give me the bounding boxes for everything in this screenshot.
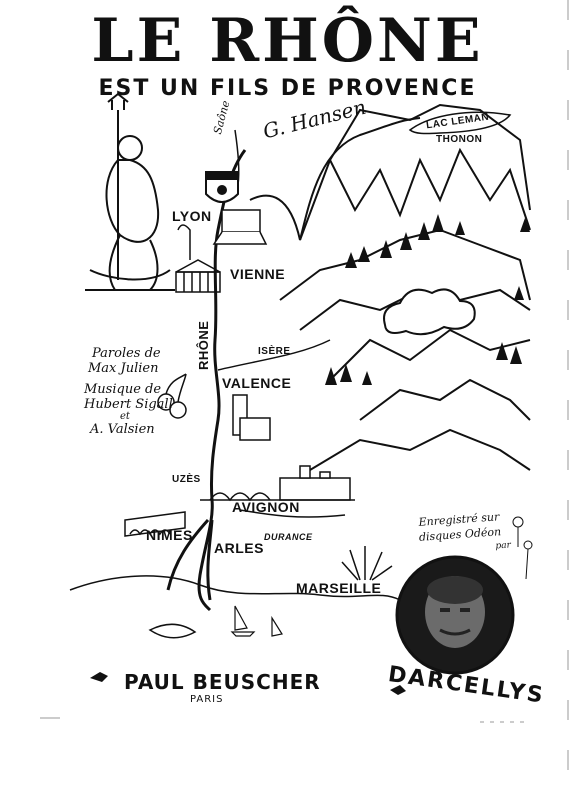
pine-trees [325, 214, 530, 385]
durance-river [239, 509, 346, 518]
valence-tower [232, 394, 271, 441]
song-title: LE RHÔNE [91, 6, 484, 76]
pont-du-gard [124, 511, 186, 537]
music-label: Musique de [84, 382, 162, 397]
lake-leman [408, 111, 512, 135]
credits-block: Paroles de Max Julien Musique de Hubert … [84, 346, 194, 437]
lyon-coat-of-arms [205, 171, 239, 203]
rhone-river [197, 149, 247, 612]
composer-1-name: Hubert Sigall [84, 397, 173, 412]
vienne-temple [175, 224, 221, 293]
label-vienne: VIENNE [230, 266, 286, 282]
rhone-delta [166, 518, 214, 601]
label-isere: ISÈRE [258, 346, 291, 357]
label-durance: DURANCE [264, 532, 313, 542]
lyricist-name: Max Julien [88, 361, 159, 376]
label-lyon: LYON [172, 208, 212, 224]
label-marseille: MARSEILLE [296, 580, 382, 596]
avignon-palace [200, 465, 355, 502]
and-label: et [120, 411, 130, 422]
flowers-drawing [512, 516, 533, 580]
isere-river [217, 339, 331, 371]
composer-2-name: A. Valsien [90, 422, 155, 437]
cloud-drawing [383, 288, 476, 336]
cherries-drawing [157, 373, 187, 419]
border-line [249, 117, 421, 241]
label-nimes: NIMES [146, 527, 193, 543]
label-rhone: RHÔNE [196, 320, 211, 370]
lyrics-label: Paroles de [92, 346, 161, 361]
insect-drawing [90, 672, 108, 682]
label-thonon: THONON [436, 134, 483, 145]
label-uzes: UZÈS [172, 474, 201, 485]
artist-portrait [395, 555, 515, 675]
neptune-figure [85, 92, 175, 291]
alps-mountains [279, 103, 531, 471]
agave-plant [341, 546, 393, 581]
lyon-basilica [212, 209, 268, 245]
publisher-name: PAUL BEUSCHER [124, 670, 321, 694]
song-subtitle: EST UN FILS DE PROVENCE [98, 76, 477, 101]
sailboat-drawing [230, 605, 283, 637]
label-avignon: AVIGNON [232, 499, 300, 515]
coastline [69, 575, 401, 639]
record-note: Enregistré sur disques Odéon par [409, 509, 512, 561]
label-valence: VALENCE [222, 375, 292, 391]
publisher-city: PARIS [190, 694, 224, 705]
label-arles: ARLES [214, 540, 264, 556]
insect-drawing-2 [390, 685, 406, 695]
